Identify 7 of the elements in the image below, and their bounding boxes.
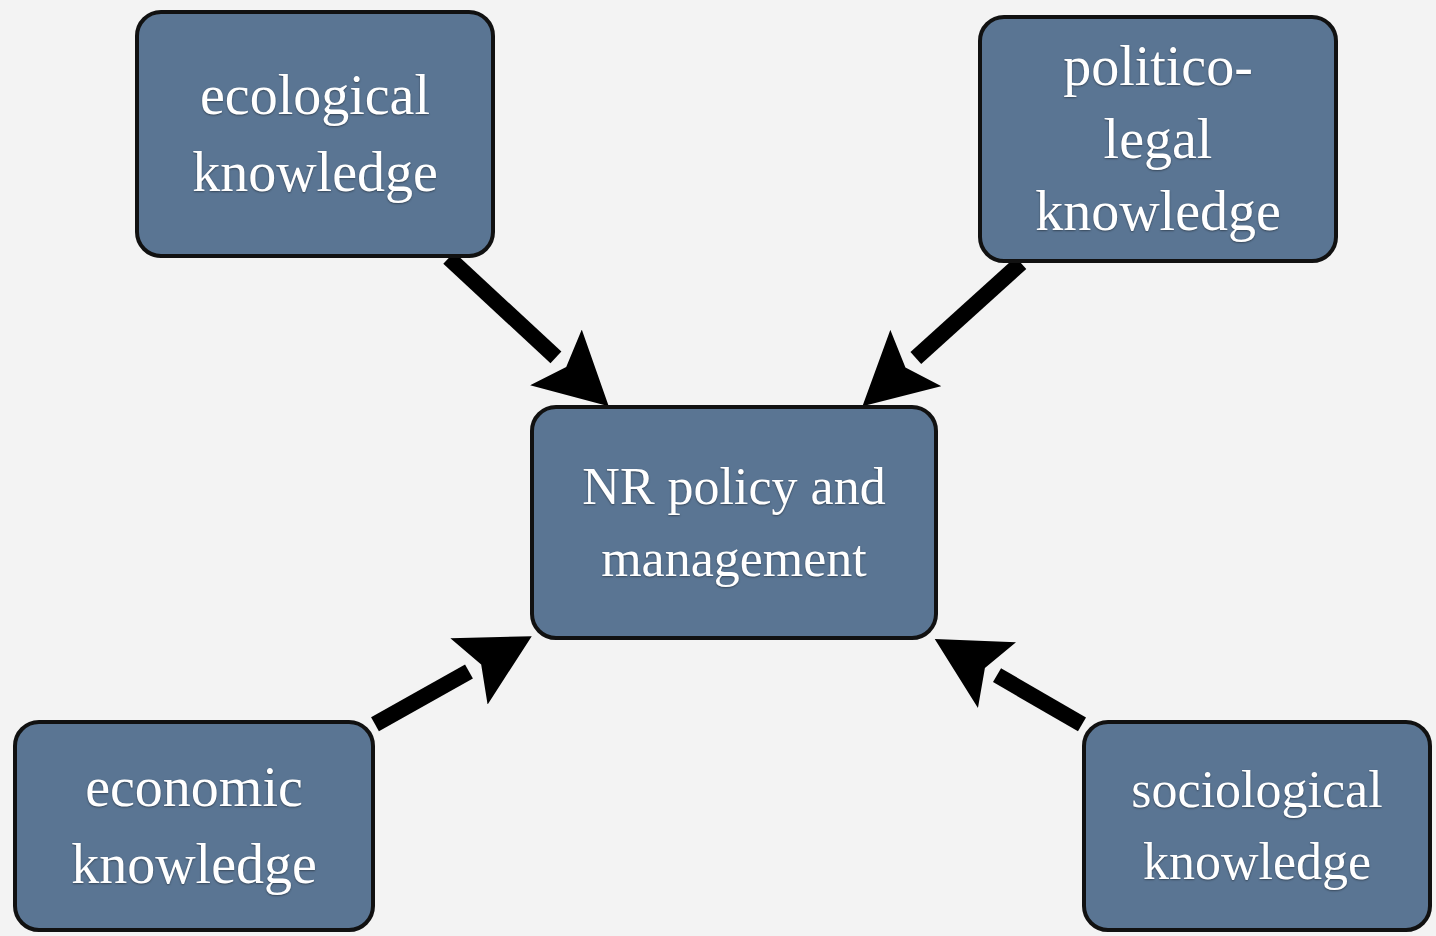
- rounded-box: NR policy and management: [530, 405, 938, 640]
- rounded-box: politico-legal knowledge: [978, 15, 1338, 263]
- arrow: [371, 636, 532, 732]
- rounded-box: economic knowledge: [13, 720, 375, 932]
- rounded-box: ecological knowledge: [135, 10, 495, 258]
- arrow: [934, 639, 1087, 732]
- rounded-box: sociological knowledge: [1082, 720, 1432, 932]
